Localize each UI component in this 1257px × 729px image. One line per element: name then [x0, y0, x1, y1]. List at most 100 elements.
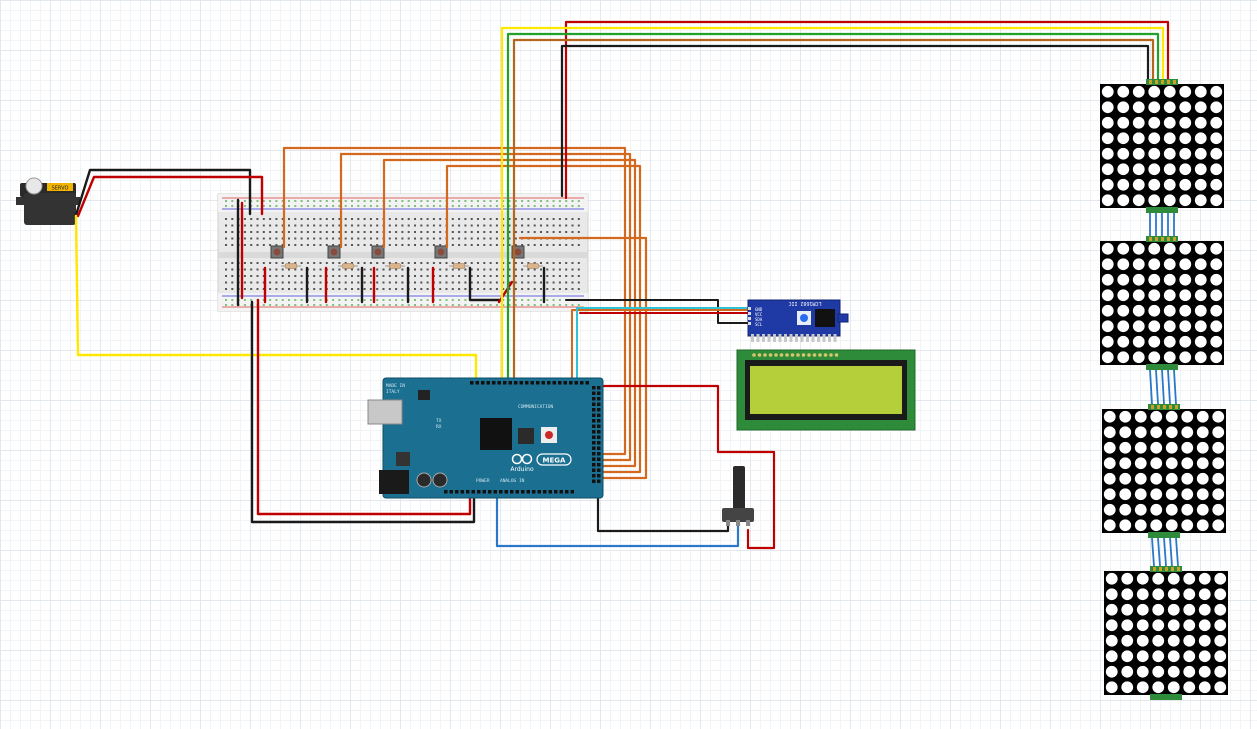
breadboard-hole	[300, 299, 303, 301]
led-dot	[1148, 116, 1161, 129]
breadboard-hole	[275, 231, 278, 233]
matrix-chain-wire	[1169, 537, 1173, 567]
breadboard-hole	[483, 304, 486, 306]
breadboard-hole	[401, 281, 404, 284]
header-pin	[592, 397, 596, 401]
led-dot	[1148, 273, 1161, 286]
led-dot	[1163, 101, 1176, 114]
led-dot	[1148, 335, 1161, 348]
breadboard-hole	[313, 304, 316, 306]
breadboard-hole	[483, 231, 486, 233]
breadboard-hole	[288, 244, 290, 246]
i2c-header-pin	[822, 334, 826, 342]
breadboard-hole	[445, 299, 448, 301]
breadboard-hole	[470, 281, 473, 284]
header-pin	[475, 381, 479, 385]
header-pin	[543, 490, 547, 494]
breadboard-hole	[243, 288, 246, 290]
breadboard-hole	[300, 205, 303, 207]
breadboard-hole	[521, 281, 524, 284]
breadboard-hole	[552, 218, 555, 220]
led-matrix-pin	[1161, 80, 1164, 84]
breadboard-hole	[369, 200, 372, 202]
breadboard-hole	[319, 218, 322, 220]
led-dot	[1181, 488, 1194, 501]
arduino-analog-label: ANALOG IN	[500, 478, 525, 484]
breadboard-hole	[407, 237, 410, 240]
header-pin	[559, 490, 563, 494]
breadboard-hole	[250, 244, 253, 246]
led-dot	[1198, 588, 1211, 601]
led-dot	[1105, 572, 1118, 585]
led-dot	[1119, 441, 1132, 454]
breadboard	[217, 193, 589, 312]
breadboard-hole	[231, 200, 234, 202]
led-dot	[1117, 194, 1130, 207]
matrix-wire-green	[506, 32, 1160, 386]
breadboard-hole	[388, 231, 391, 233]
breadboard-hole	[369, 268, 372, 271]
led-dot	[1179, 194, 1192, 207]
breadboard-hole	[458, 244, 461, 246]
header-pin	[526, 490, 530, 494]
breadboard-hole	[514, 205, 517, 207]
breadboard-hole	[262, 244, 265, 246]
header-pin	[597, 457, 601, 461]
breadboard-hole	[256, 262, 259, 264]
lcd-pin	[790, 353, 795, 357]
breadboard-hole	[502, 281, 505, 284]
breadboard-hole	[363, 288, 366, 290]
led-dot	[1196, 472, 1209, 485]
breadboard-hole	[458, 205, 461, 207]
led-dot	[1210, 320, 1223, 333]
breadboard-hole	[338, 218, 341, 220]
breadboard-hole	[533, 224, 536, 227]
breadboard-hole	[552, 268, 555, 271]
led-dot	[1163, 304, 1176, 317]
breadboard-hole	[502, 205, 505, 207]
breadboard-hole	[546, 224, 549, 227]
breadboard-hole	[451, 200, 454, 202]
breadboard-hole	[395, 275, 398, 277]
led-dot	[1117, 163, 1130, 176]
i2c-header-pin	[762, 334, 765, 342]
led-dot	[1101, 178, 1114, 191]
breadboard-hole	[288, 288, 290, 290]
breadboard-hole	[426, 218, 429, 220]
breadboard-hole	[231, 205, 234, 207]
header-pin	[597, 408, 601, 412]
breadboard-hole	[250, 268, 253, 271]
breadboard-hole	[351, 218, 353, 220]
breadboard-hole	[495, 275, 498, 277]
breadboard-hole	[306, 237, 309, 240]
breadboard-hole	[313, 200, 316, 202]
header-pin	[471, 490, 475, 494]
breadboard-hole	[571, 244, 574, 246]
led-dot	[1194, 85, 1207, 98]
breadboard-hole	[439, 244, 442, 246]
header-pin	[597, 397, 601, 401]
breadboard-hole	[489, 275, 492, 277]
led-dot	[1121, 572, 1134, 585]
led-dot	[1105, 588, 1118, 601]
breadboard-hole	[464, 200, 467, 202]
breadboard-hole	[338, 262, 341, 264]
header-pin	[558, 381, 562, 385]
led-dot	[1194, 273, 1207, 286]
breadboard-hole	[577, 200, 580, 202]
breadboard-hole	[527, 288, 530, 290]
header-pin	[460, 490, 464, 494]
header-pin	[519, 381, 523, 385]
header-pin	[548, 490, 552, 494]
breadboard-hole	[483, 200, 486, 202]
led-dot	[1194, 351, 1207, 364]
breadboard-hole	[243, 231, 246, 233]
breadboard-hole	[489, 288, 492, 290]
matrix-chain-wire	[1163, 537, 1167, 567]
led-dot	[1101, 132, 1114, 145]
led-dot	[1196, 519, 1209, 532]
breadboard-hole	[388, 304, 391, 306]
breadboard-hole	[426, 231, 429, 233]
breadboard-hole	[332, 299, 335, 301]
i2c-header-pin	[789, 334, 793, 342]
